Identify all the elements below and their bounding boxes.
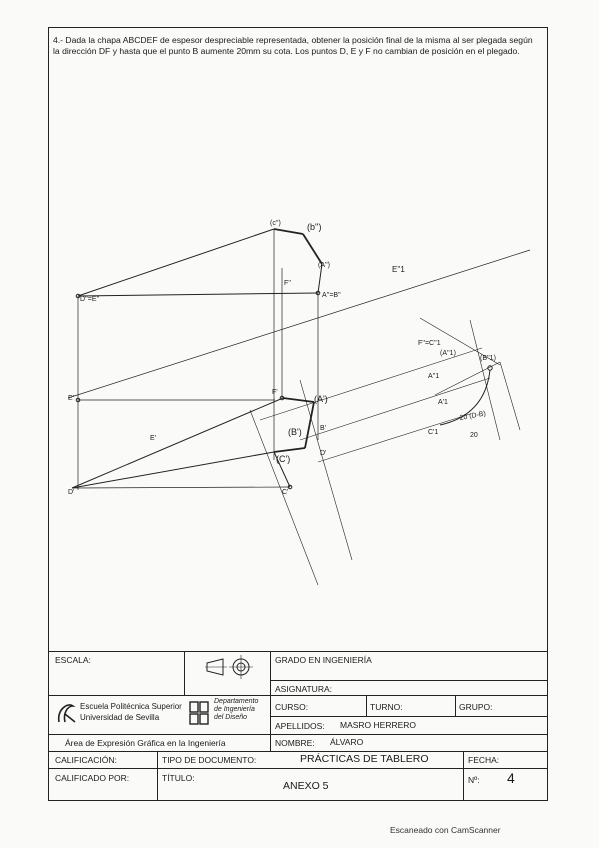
asignatura-label: ASIGNATURA: — [275, 684, 332, 694]
turno-label: TURNO: — [370, 702, 403, 712]
titulo-value: ANEXO 5 — [283, 780, 329, 792]
construction-6 — [419, 317, 501, 366]
construction-3 — [317, 413, 471, 463]
projection-symbol-icon — [205, 655, 253, 679]
edge-c2-b2 — [273, 228, 304, 235]
plan-c-bottom — [273, 451, 291, 488]
label-a1-1: A''1 — [428, 373, 439, 380]
point-d2 — [75, 293, 81, 299]
label-dim1: 20 (D-B) — [459, 410, 486, 421]
point-fold-center — [487, 365, 493, 371]
plan-d-bottom — [71, 486, 291, 489]
escala-label: ESCALA: — [55, 655, 91, 665]
label-a2b2: A''=B'' — [322, 292, 341, 299]
elevation-base — [77, 292, 319, 297]
label-ci: C'1 — [428, 429, 438, 436]
school-name-line2: Universidad de Sevilla — [80, 713, 160, 722]
label-c2: (c'') — [270, 220, 281, 227]
dept-line1: Departamento — [214, 698, 259, 705]
point-a2b2 — [315, 290, 321, 296]
tb-line-7 — [48, 768, 548, 769]
tb-line-2 — [270, 680, 548, 681]
construction-5 — [299, 379, 353, 561]
label-dim2: 20 — [470, 432, 478, 439]
plan-d-e — [71, 451, 275, 489]
plan-e-f — [71, 397, 284, 489]
label-c-bottom: C' — [282, 489, 288, 496]
tb-line-top — [48, 651, 548, 652]
tb-vline-5 — [157, 751, 158, 801]
label-a2: (A'') — [318, 262, 330, 269]
label-b2: (b'') — [307, 222, 321, 232]
label-a1-2: (A''1) — [440, 350, 456, 357]
label-e-prime-1: E''1 — [392, 265, 405, 274]
school-logo-icon — [57, 704, 76, 723]
nombre-label: NOMBRE: — [275, 738, 315, 748]
tb-vline-1 — [184, 651, 185, 695]
tb-vline-3 — [366, 695, 367, 716]
plan-f-a — [282, 397, 315, 403]
school-name-line1: Escuela Politécnica Superior — [80, 702, 182, 711]
drawing-sheet-border — [48, 27, 548, 801]
construction-4 — [249, 409, 319, 586]
label-a1: (A') — [314, 394, 328, 404]
plan-a-b — [304, 401, 315, 449]
label-d2e2: D''=E'' — [80, 296, 99, 303]
grado-text: GRADO EN INGENIERÍA — [275, 655, 372, 665]
point-e1 — [75, 397, 81, 403]
label-b1-2: (B''1) — [480, 355, 496, 362]
construction-9 — [499, 361, 521, 431]
label-ai: A'1 — [438, 399, 448, 406]
num-value: 4 — [507, 770, 515, 786]
label-b-prime: B' — [320, 425, 326, 432]
construction-2 — [299, 377, 491, 441]
plan-b-c — [273, 447, 306, 453]
tb-line-5 — [48, 734, 548, 735]
grupo-label: GRUPO: — [459, 702, 493, 712]
curso-label: CURSO: — [275, 702, 309, 712]
exercise-statement: 4.- Dada la chapa ABCDEF de espesor desp… — [53, 35, 533, 56]
label-e-mid: E' — [150, 435, 156, 442]
tb-line-3 — [48, 695, 548, 696]
folding-line — [67, 249, 531, 399]
area-text: Área de Expresión Gráfica en la Ingenier… — [65, 738, 226, 748]
point-f1 — [279, 395, 285, 401]
titulo-label: TÍTULO: — [162, 773, 195, 783]
construction-1 — [259, 347, 483, 421]
apellidos-value: MASRO HERRERO — [340, 720, 417, 730]
tb-line-6 — [48, 751, 548, 752]
label-c1: (C') — [276, 454, 290, 464]
fecha-label: FECHA: — [468, 755, 500, 765]
dept-line3: del Diseño — [214, 714, 248, 721]
tipo-label: TIPO DE DOCUMENTO: — [162, 755, 257, 765]
department-logo-icon — [189, 701, 209, 725]
tipo-value: PRÁCTICAS DE TABLERO — [300, 753, 429, 765]
label-f2: F'' — [284, 280, 291, 287]
calificacion-label: CALIFICACIÓN: — [55, 755, 117, 765]
tb-vline-2 — [270, 651, 271, 751]
label-d-prime: D' — [68, 489, 74, 496]
tb-vline-4 — [455, 695, 456, 716]
scanner-footer: Escaneado con CamScanner — [390, 825, 501, 835]
fold-arc — [439, 369, 491, 426]
edge-a2-ab — [317, 263, 323, 294]
point-c-bottom — [287, 484, 293, 490]
edge-d2-c2 — [77, 228, 275, 297]
apellidos-label: APELLIDOS: — [275, 721, 325, 731]
label-f2c1: F''=C''1 — [418, 340, 441, 347]
calificado-label: CALIFICADO POR: — [55, 773, 130, 783]
label-d1: D' — [320, 450, 326, 457]
nombre-value: ÁLVARO — [330, 737, 364, 747]
construction-7 — [434, 361, 501, 396]
label-f1: F' — [272, 389, 278, 396]
edge-b2-a2 — [302, 233, 323, 265]
tb-vline-6 — [463, 751, 464, 801]
dept-line2: de Ingeniería — [214, 706, 255, 713]
label-b1: (B') — [288, 427, 302, 437]
tb-line-4 — [270, 716, 548, 717]
label-e-left: E' — [68, 395, 74, 402]
num-label: Nº: — [468, 775, 480, 785]
construction-8 — [469, 319, 501, 441]
